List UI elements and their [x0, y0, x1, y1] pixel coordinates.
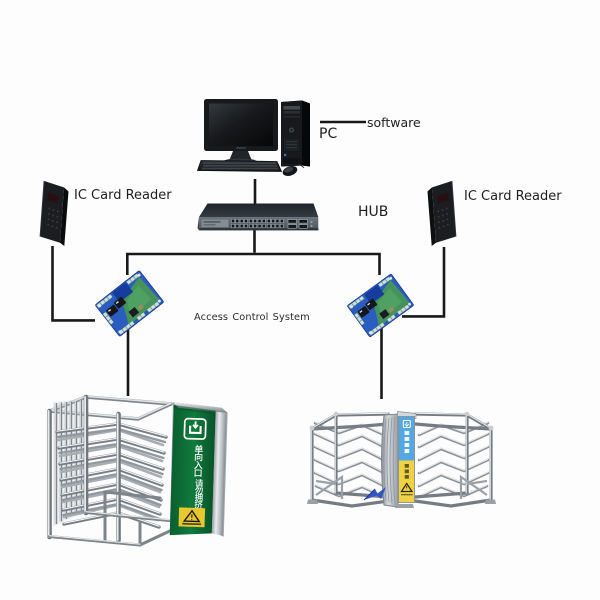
left-card-reader-icon [39, 180, 69, 246]
pc-label: PC [319, 126, 338, 142]
software-label: software [367, 114, 421, 130]
line-right-reader-board [402, 247, 446, 318]
left-turnstile-sign-column [169, 402, 228, 537]
switch-ports [231, 219, 313, 229]
right-turnstile-right-cage-frame [413, 412, 493, 508]
left-reader-label: IC Card Reader [74, 188, 172, 203]
line-branch-horizontal [126, 252, 381, 275]
system-label: Access Control System [194, 312, 310, 323]
keyboard-icon [196, 160, 283, 172]
line-left-reader-board [51, 246, 95, 322]
entrance-icon [183, 417, 207, 440]
left-turnstile-base-frame [48, 490, 176, 547]
hub-label: HUB [358, 204, 389, 220]
tower-icon [281, 100, 310, 167]
mouse-icon [282, 163, 305, 176]
right-turnstile-right-cage-tubes [417, 421, 490, 499]
switch-icon [197, 203, 319, 231]
right-reader-label: IC Card Reader [464, 189, 562, 204]
left-turnstile-icon [47, 394, 228, 547]
right-turnstile-left-cage-tubes [313, 421, 386, 499]
right-turnstile-sign [397, 411, 417, 503]
warning-label [178, 507, 206, 528]
right-card-reader-icon [427, 180, 457, 246]
right-turnstile-icon [307, 411, 496, 508]
arrow-decal-icon [363, 487, 386, 501]
